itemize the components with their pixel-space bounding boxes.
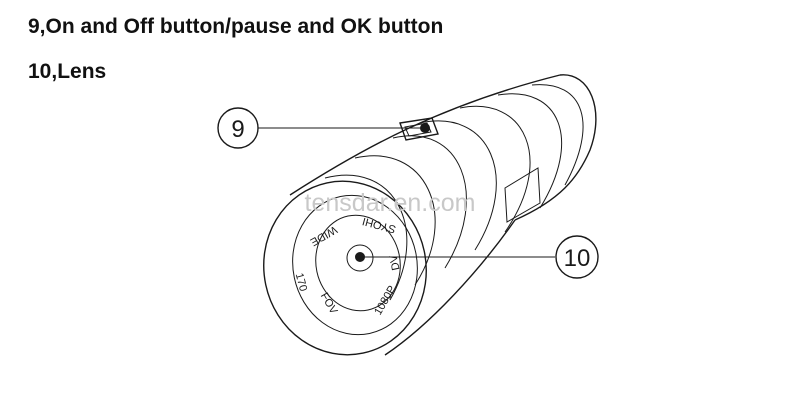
callout-10: 10 [360, 235, 599, 279]
camera-body [289, 74, 597, 356]
lens-label-dv: DV [387, 253, 402, 271]
lens-face [263, 180, 427, 356]
caption-lens: 10,Lens [28, 60, 107, 83]
watermark-text: tensdar.en.com [305, 189, 476, 217]
lens-label-res: 1080P [372, 284, 398, 318]
lens-label-wide: WIDE [308, 223, 339, 248]
caption-button: 9,On and Off button/pause and OK button [28, 15, 444, 38]
callout-9-number: 9 [231, 116, 244, 143]
lens-label-deg: 170 [293, 272, 309, 293]
callout-10-number: 10 [564, 245, 591, 272]
lens-label-syohi: SYOHI [361, 215, 397, 235]
lens-label-fov: FOV [318, 291, 340, 317]
callout-9: 9 [217, 107, 425, 149]
